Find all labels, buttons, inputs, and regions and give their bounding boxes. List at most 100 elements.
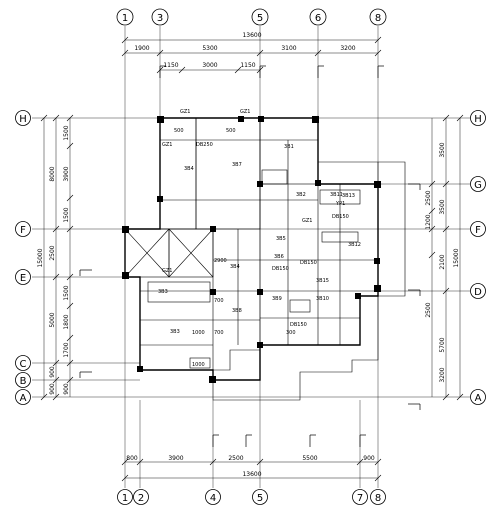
- grid-bubble-bottom-2: 2: [133, 489, 149, 505]
- beam-label: DB150: [290, 322, 307, 328]
- svg-text:A: A: [20, 393, 27, 404]
- beam-label: 3B8: [232, 308, 242, 314]
- beam-labels: GZ1 GZ1 GZ1 GZ1 GZ1 3B4 3B7 3B1 3B2 3B3 …: [158, 109, 361, 368]
- svg-text:H: H: [19, 114, 27, 125]
- bottom-grid-bubbles: 1 2 4 5 7 8: [117, 489, 386, 505]
- grid-bubble-right-g: G: [470, 176, 486, 192]
- grid-bubble-bottom-8: 8: [370, 489, 386, 505]
- left-dimensions: 15000 8000 2500 5000 900 900 1500 3900 1…: [37, 114, 74, 401]
- dim-bottom-seg-1: 800: [126, 455, 138, 462]
- grid-bubble-left-e: E: [15, 269, 31, 285]
- beam-label: 300: [286, 330, 296, 336]
- svg-text:F: F: [20, 225, 26, 236]
- svg-text:C: C: [20, 359, 27, 370]
- beam-label: GZ1: [240, 109, 250, 115]
- building-outline: [124, 117, 406, 401]
- dim-left-inner-1: 1500: [63, 125, 70, 140]
- beam-label: 3B10: [316, 296, 329, 302]
- beam-label: 1000: [192, 330, 205, 336]
- svg-text:E: E: [20, 273, 26, 284]
- beam-label: 2900: [214, 258, 227, 264]
- section-markers: [79, 65, 421, 447]
- grid-bubble-right-f: F: [470, 221, 486, 237]
- dim-right-inner-3: 2500: [425, 302, 432, 317]
- svg-text:5: 5: [257, 13, 263, 24]
- grid-bubble-left-a: A: [15, 389, 31, 405]
- beam-label: 3B7: [232, 162, 242, 168]
- dim-right-outer-5: 3200: [439, 367, 446, 382]
- grid-lines: [32, 26, 470, 488]
- dim-bottom-seg-2: 3900: [168, 455, 183, 462]
- beam-label: 700: [214, 298, 224, 304]
- grid-bubble-left-h: H: [15, 110, 31, 126]
- grid-bubble-right-h: H: [470, 110, 486, 126]
- beam-label: DB250: [196, 142, 213, 148]
- dim-bottom-seg-4: 5500: [302, 455, 317, 462]
- svg-text:D: D: [474, 287, 482, 298]
- dim-top-sub-3: 1150: [240, 62, 255, 69]
- svg-text:A: A: [475, 393, 482, 404]
- beam-label: 3B4: [230, 264, 240, 270]
- grid-bubble-right-d: D: [470, 283, 486, 299]
- dim-bottom-total: 13600: [242, 471, 261, 478]
- beam-label: 500: [174, 128, 184, 134]
- svg-text:H: H: [474, 114, 482, 125]
- dim-bottom-seg-5: 900: [363, 455, 375, 462]
- dim-left-inner-7: 900: [63, 383, 70, 395]
- beam-label: GZ1: [162, 142, 172, 148]
- svg-text:8: 8: [375, 13, 381, 24]
- dim-left-inner-2: 3900: [63, 166, 70, 181]
- dim-left-outer-3: 5000: [49, 312, 56, 327]
- grid-bubble-top-1: 1: [116, 8, 134, 26]
- dim-top-total: 13600: [242, 32, 261, 39]
- beam-label: 700: [214, 330, 224, 336]
- svg-text:7: 7: [357, 493, 363, 504]
- grid-bubble-left-c: C: [15, 355, 31, 371]
- beam-label: 3B4: [184, 166, 194, 172]
- dim-right-total: 15000: [453, 248, 460, 267]
- dim-top-seg-4: 3200: [340, 45, 355, 52]
- grid-bubble-top-8: 8: [369, 8, 387, 26]
- dim-left-inner-4: 1500: [63, 285, 70, 300]
- svg-text:6: 6: [315, 13, 321, 24]
- beam-label: 3B2: [296, 192, 306, 198]
- beam-label: 3B12: [348, 242, 361, 248]
- dim-left-inner-6: 1700: [63, 342, 70, 357]
- svg-text:8: 8: [375, 493, 381, 504]
- beam-label: DB150: [332, 214, 349, 220]
- dim-left-inner-3: 1500: [63, 207, 70, 222]
- beam-label: 3B9: [272, 296, 282, 302]
- beam-label: DB150: [300, 260, 317, 266]
- grid-bubble-bottom-7: 7: [352, 489, 368, 505]
- dim-top-sub-1: 1150: [163, 62, 178, 69]
- left-grid-bubbles: H F E C B A: [15, 110, 31, 405]
- grid-bubble-top-5: 5: [251, 8, 269, 26]
- beam-label: 3B13: [342, 193, 355, 199]
- dim-top-seg-1: 1900: [134, 45, 149, 52]
- beam-label: 3B15: [316, 278, 329, 284]
- beam-label: 3B6: [274, 254, 284, 260]
- svg-text:5: 5: [257, 493, 263, 504]
- grid-bubble-left-b: B: [15, 372, 31, 388]
- top-dimensions: 13600 1900 5300 3100 3200 1150 3000 1150: [121, 32, 382, 74]
- svg-text:1: 1: [122, 13, 128, 24]
- svg-text:2: 2: [138, 493, 144, 504]
- beam-label: 3B3: [158, 289, 168, 295]
- beam-label: GZ1: [180, 109, 190, 115]
- beam-label: DB150: [272, 266, 289, 272]
- beam-label: 500: [226, 128, 236, 134]
- dim-left-total: 15000: [37, 248, 44, 267]
- dim-left-outer-5: 900: [49, 383, 56, 395]
- beam-label: 3B5: [276, 236, 286, 242]
- dim-right-outer-4: 5700: [439, 337, 446, 352]
- bottom-dimensions: 800 3900 2500 5500 900 13600: [121, 455, 382, 482]
- beam-label: GZ1: [302, 218, 312, 224]
- svg-text:4: 4: [210, 493, 216, 504]
- dim-left-outer-4: 900: [49, 366, 56, 378]
- dim-top-sub-2: 3000: [202, 62, 217, 69]
- dim-bottom-seg-3: 2500: [228, 455, 243, 462]
- dim-right-inner-2: 1200: [425, 214, 432, 229]
- dim-right-outer-1: 3500: [439, 142, 446, 157]
- grid-bubble-right-a: A: [470, 389, 486, 405]
